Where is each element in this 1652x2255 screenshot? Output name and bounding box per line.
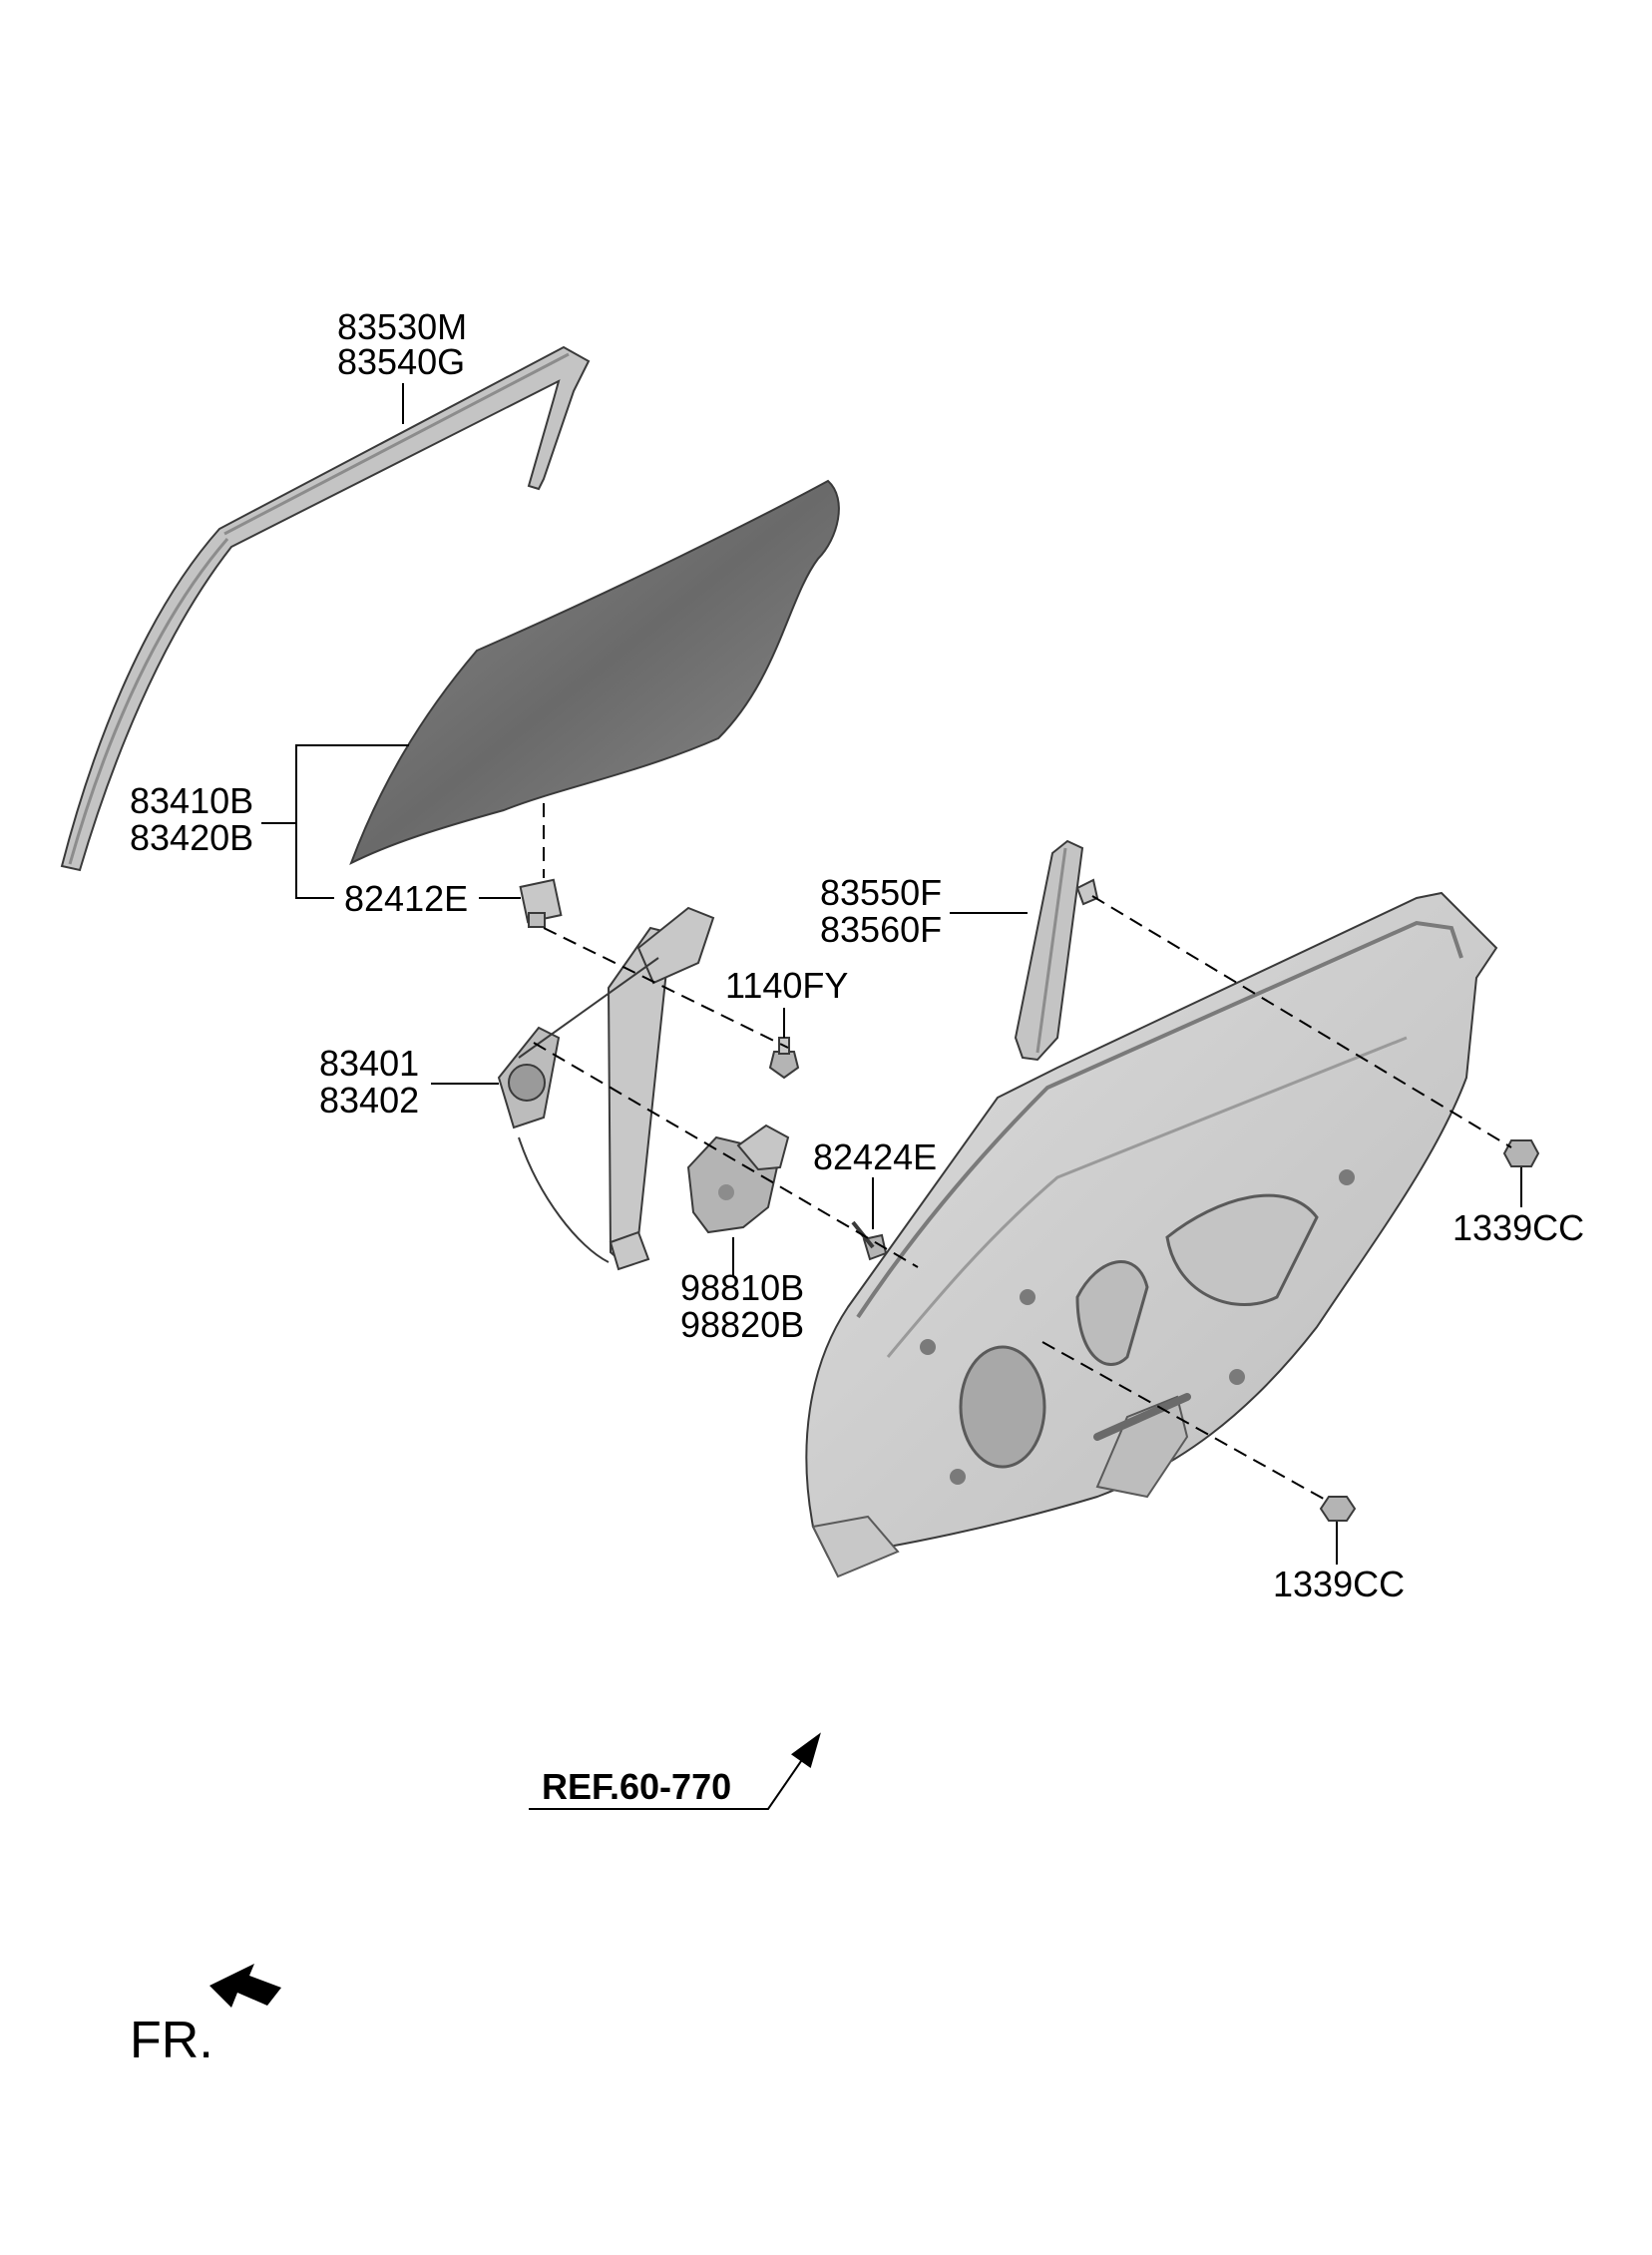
front-direction-arrow <box>209 1964 281 2008</box>
label-83550f: 83550F <box>820 872 942 913</box>
label-83540g: 83540G <box>337 341 465 382</box>
label-98820b: 98820B <box>680 1304 804 1345</box>
label-82424e: 82424E <box>813 1136 937 1177</box>
glass-run-channel <box>60 345 591 872</box>
assembly-dashed-lines <box>533 803 1512 1503</box>
label-1339cc-upper: 1339CC <box>1452 1207 1584 1248</box>
door-glass <box>349 479 840 866</box>
regulator-bolt <box>768 1037 800 1080</box>
label-1339cc-lower: 1339CC <box>1273 1564 1405 1604</box>
label-83420b: 83420B <box>130 817 253 858</box>
label-1140fy: 1140FY <box>725 965 848 1006</box>
leader-lines <box>261 383 1522 1810</box>
door-inner-panel <box>805 891 1498 1578</box>
motor-bolt <box>851 1220 888 1261</box>
label-82412e: 82412E <box>344 878 468 919</box>
label-reference: REF.60-770 <box>542 1766 731 1807</box>
regulator-motor <box>686 1124 790 1234</box>
window-regulator <box>497 906 715 1271</box>
label-83410b: 83410B <box>130 780 253 821</box>
upper-nut <box>1502 1139 1540 1167</box>
glass-clip <box>519 878 563 928</box>
label-98810b: 98810B <box>680 1267 804 1308</box>
label-83402: 83402 <box>319 1080 419 1121</box>
label-83530m: 83530M <box>337 306 467 347</box>
part-labels: 83530M 83540G 83410B 83420B 82412E 83550… <box>130 306 1584 2069</box>
label-front: FR. <box>130 2012 213 2069</box>
lower-nut <box>1319 1496 1357 1522</box>
label-83401: 83401 <box>319 1043 419 1084</box>
rear-glass-channel <box>1014 839 1099 1062</box>
label-83560f: 83560F <box>820 909 942 950</box>
